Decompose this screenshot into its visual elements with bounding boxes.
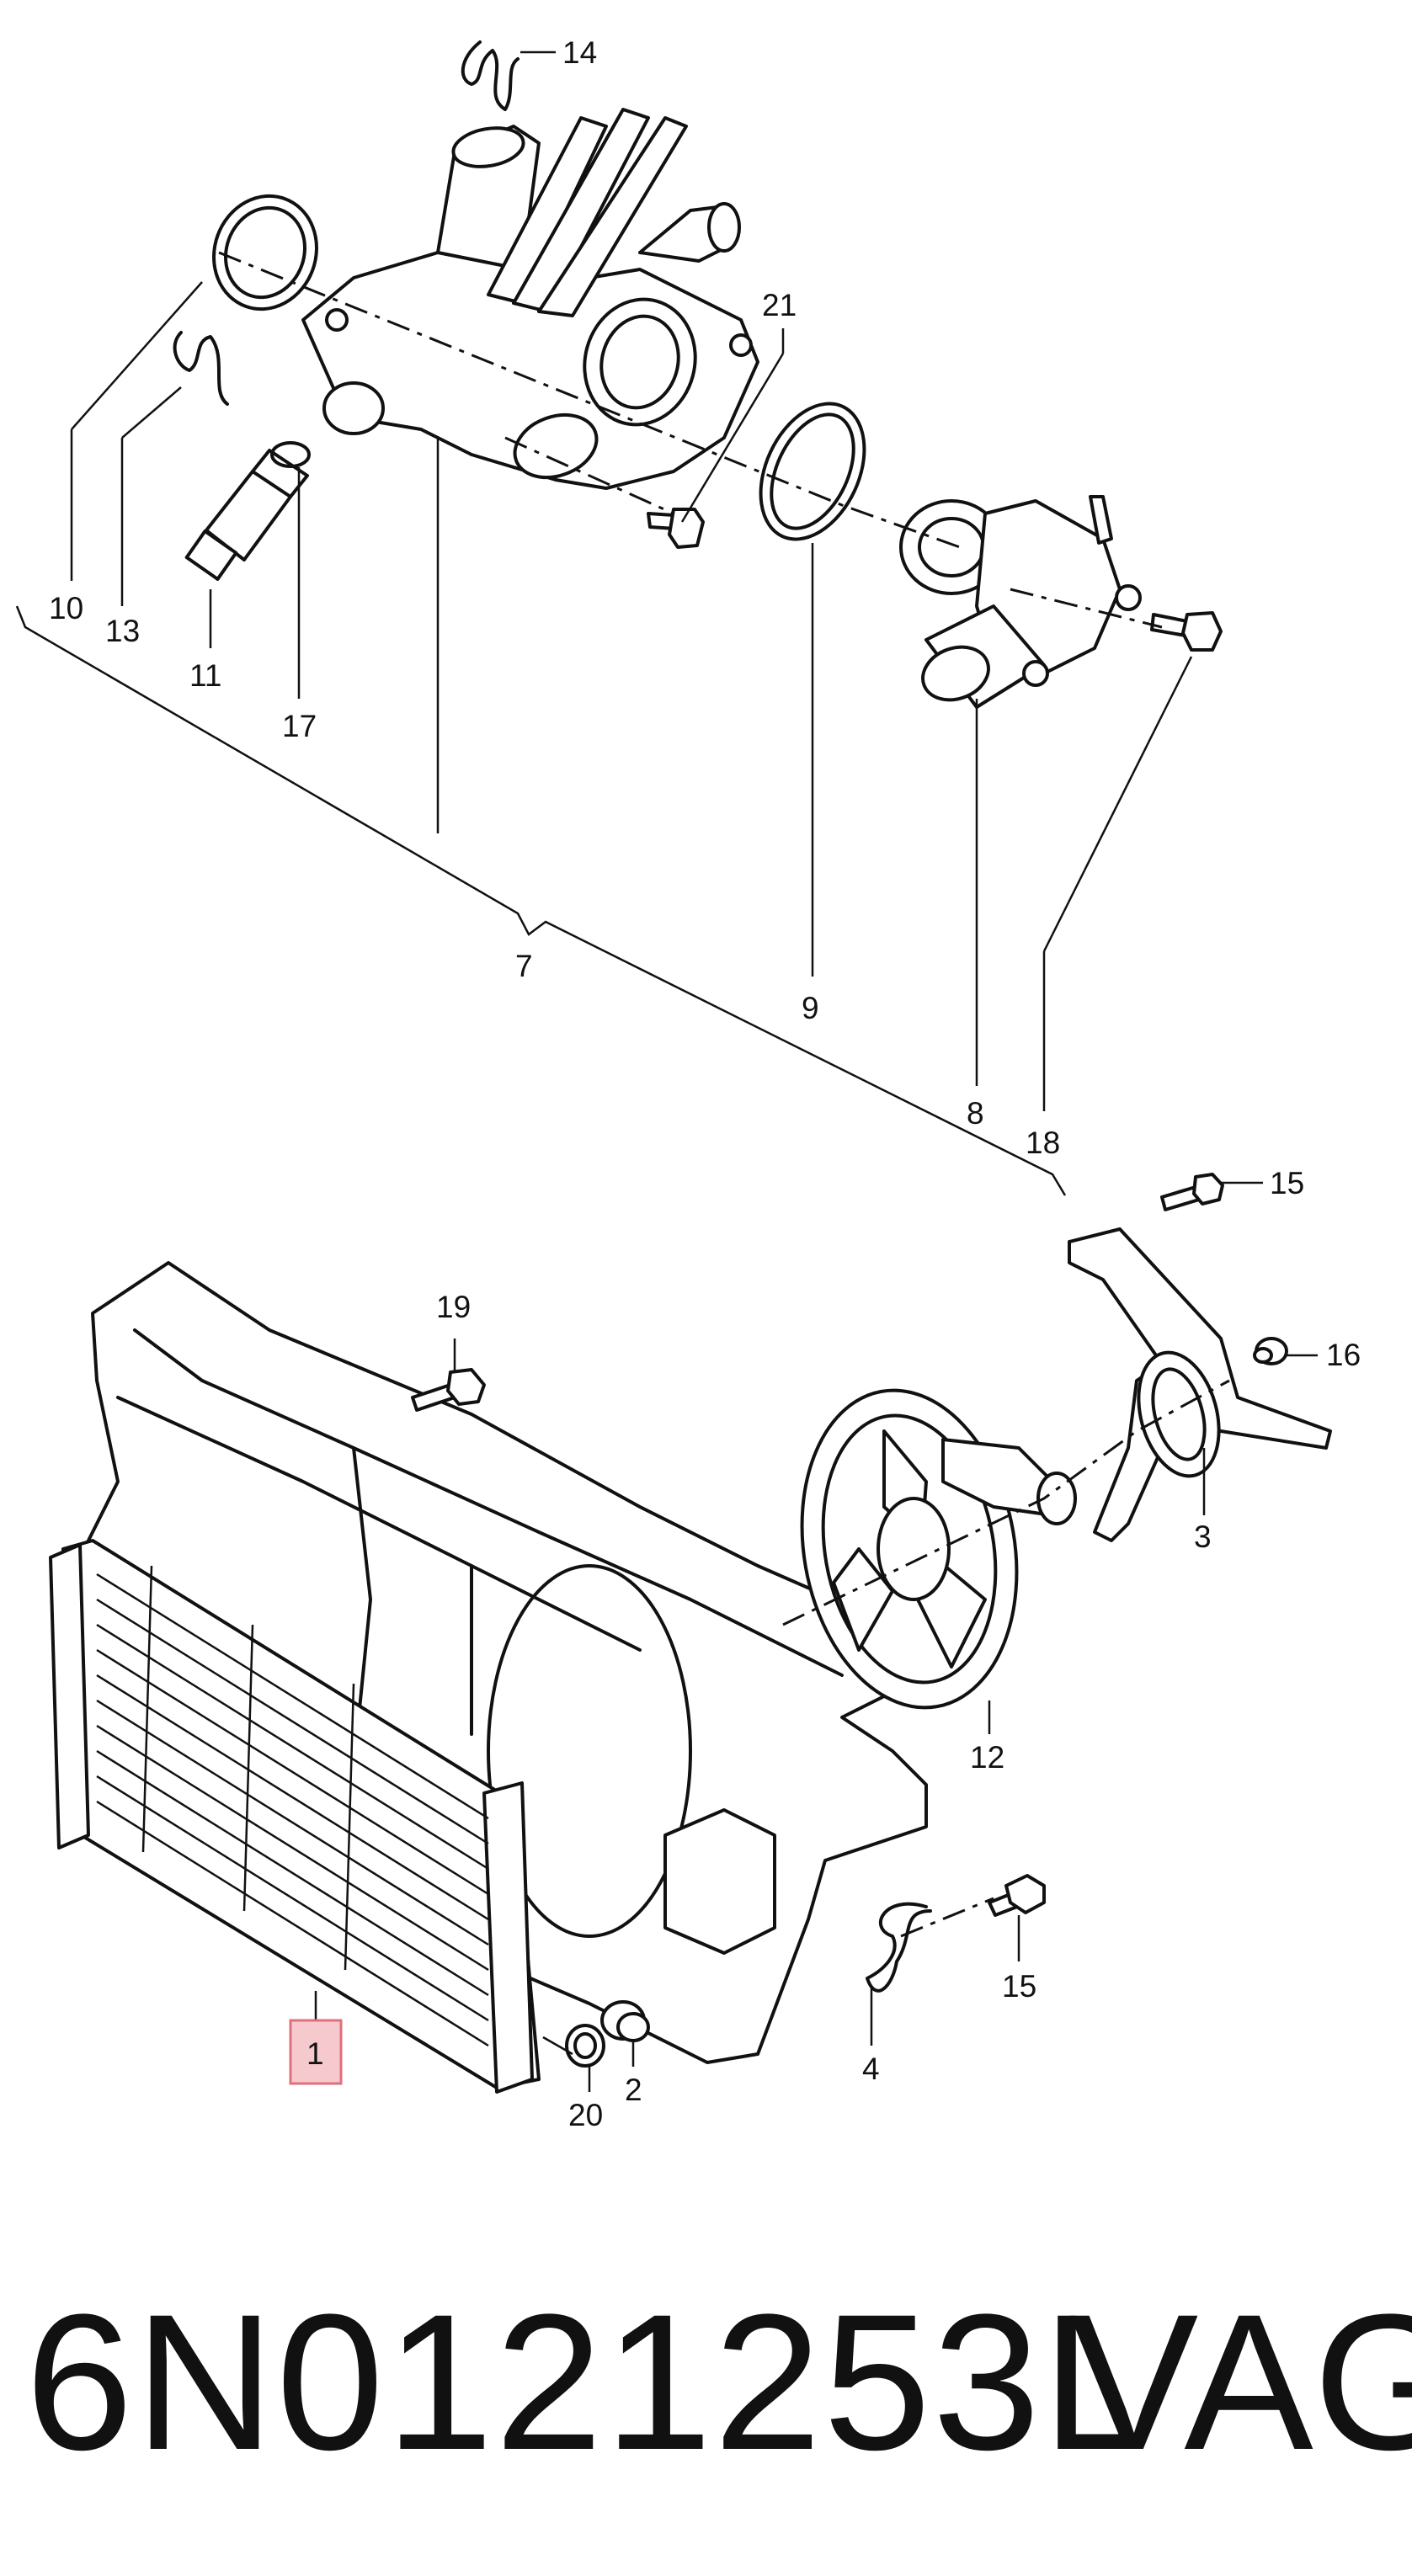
fan-bracket-3 [1068, 1227, 1332, 1542]
temp-sensor-11 [184, 449, 309, 581]
callout-10: 10 [49, 591, 83, 625]
leader-lines-upper [15, 281, 1193, 1196]
callout-9: 9 [802, 991, 819, 1025]
callout-8: 8 [967, 1096, 984, 1131]
radiator-1 [49, 1539, 541, 2094]
drain-plug-2 [600, 2000, 650, 2042]
bolt-19 [411, 1368, 486, 1412]
bolt-21 [647, 508, 705, 549]
callout-13: 13 [105, 614, 140, 648]
nut-16 [1253, 1337, 1288, 1365]
callout-3: 3 [1194, 1520, 1212, 1554]
clip-14 [461, 40, 520, 111]
o-ring-9 [759, 402, 866, 541]
parts-diagram: 14 21 10 13 11 17 7 9 8 18 15 19 16 3 12… [15, 35, 1361, 2132]
callout-15-lower: 15 [1002, 1969, 1036, 2004]
callout-2: 2 [625, 2073, 642, 2107]
seal-17 [270, 441, 311, 468]
bolt-15-lower [988, 1874, 1046, 1917]
callout-4: 4 [862, 2052, 880, 2086]
clip-13 [173, 331, 229, 406]
thermostat-housing-assembly [173, 40, 1223, 709]
thermostat-8 [899, 495, 1142, 709]
callout-16: 16 [1326, 1338, 1361, 1372]
o-ring-10 [212, 194, 318, 311]
part-number: 6N0121253L [25, 2274, 1152, 2490]
callout-labels: 14 21 10 13 11 17 7 9 8 18 15 19 16 3 12… [49, 35, 1361, 2132]
brand-name: VAG [1069, 2274, 1412, 2490]
callout-15-upper: 15 [1270, 1166, 1304, 1200]
callout-17: 17 [282, 709, 317, 743]
callout-12: 12 [970, 1740, 1004, 1775]
bolt-15-upper [1160, 1173, 1224, 1211]
callout-1: 1 [306, 2036, 324, 2071]
highlight-box [289, 2019, 343, 2085]
callout-11: 11 [189, 658, 221, 693]
coolant-flange-7 [301, 108, 759, 490]
clip-4 [866, 1902, 932, 1993]
callout-21: 21 [762, 288, 797, 322]
callout-20: 20 [568, 2098, 603, 2132]
callout-19: 19 [436, 1290, 471, 1324]
bolt-18 [1150, 611, 1223, 652]
callout-7: 7 [515, 949, 533, 983]
leader-lines-lower [314, 1181, 1318, 2092]
fan-12 [800, 1388, 1077, 1710]
seal-20 [565, 2024, 605, 2068]
radiator-fan-assembly [49, 1173, 1332, 2094]
callout-14: 14 [562, 35, 597, 70]
callout-18: 18 [1026, 1126, 1060, 1160]
